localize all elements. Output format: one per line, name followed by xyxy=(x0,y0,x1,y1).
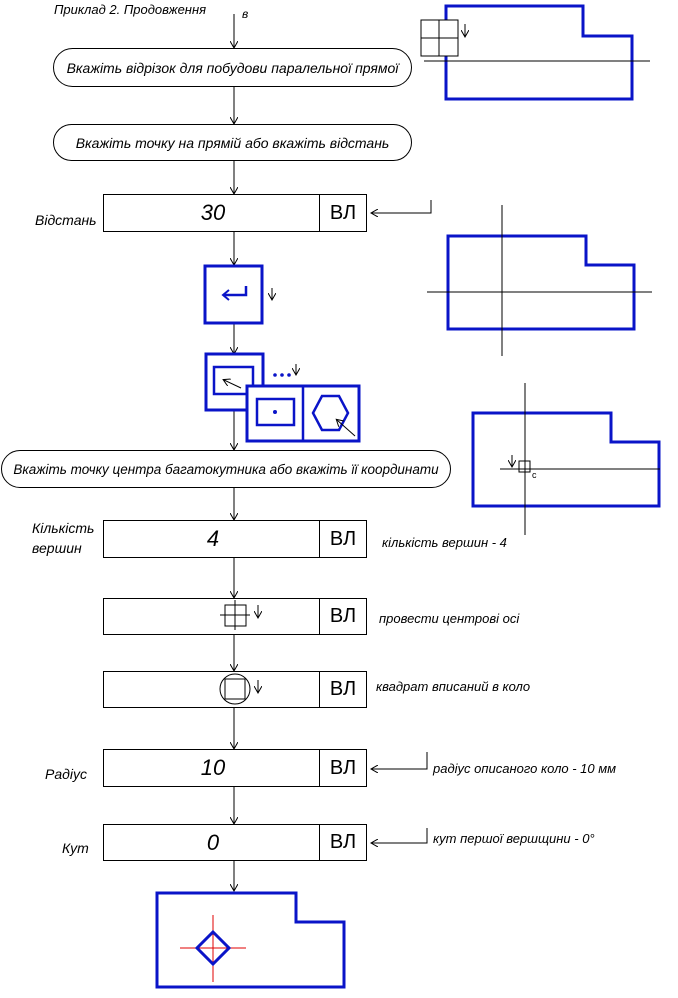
polygon-tool-icons xyxy=(204,352,361,443)
radius-note: радіус описаного коло - 10 мм xyxy=(433,761,617,776)
prompt-point-or-distance: Вкажіть точку на прямій або вкажіть відс… xyxy=(53,124,412,161)
inscribed-vl-button[interactable]: ВЛ xyxy=(319,672,366,707)
center-marker: c xyxy=(532,470,537,480)
distance-vl-button[interactable]: ВЛ xyxy=(319,195,366,231)
angle-note: кут першої вершщини - 0° xyxy=(433,831,595,846)
axes-field[interactable]: ВЛ xyxy=(103,598,367,635)
vertices-vl-button[interactable]: ВЛ xyxy=(319,521,366,557)
enter-key-icon xyxy=(203,264,272,325)
inscribed-note: квадрат вписаний в коло xyxy=(376,679,531,694)
angle-vl-button[interactable]: ВЛ xyxy=(319,825,366,860)
figure-3 xyxy=(471,383,661,535)
axes-vl-button[interactable]: ВЛ xyxy=(319,599,366,634)
vertices-field[interactable]: 4 ВЛ xyxy=(103,520,367,558)
radius-value: 10 xyxy=(200,755,226,780)
vertices-value: 4 xyxy=(206,526,220,551)
inscribed-field[interactable]: ВЛ xyxy=(103,671,367,708)
vertices-label: Кількість вершин xyxy=(32,520,95,556)
leader-lines xyxy=(372,200,432,843)
angle-value: 0 xyxy=(206,829,220,855)
axes-note: провести центрові осі xyxy=(379,611,520,626)
angle-field[interactable]: 0 ВЛ xyxy=(103,824,367,861)
prompt-polygon-center: Вкажіть точку центра багатокутника або в… xyxy=(1,450,451,488)
distance-field[interactable]: 30 ВЛ xyxy=(103,194,367,232)
page-title: Приклад 2. Продовження xyxy=(54,2,207,17)
inscribed-square-icon xyxy=(219,673,258,705)
radius-vl-button[interactable]: ВЛ xyxy=(319,750,366,786)
vertices-note: кількість вершин - 4 xyxy=(382,535,507,550)
prompt-segment: Вкажіть відрізок для побудови паралельно… xyxy=(53,48,412,87)
figure-2 xyxy=(427,205,652,356)
radius-label: Радіус xyxy=(45,766,87,782)
radius-field[interactable]: 10 ВЛ xyxy=(103,749,367,787)
angle-label: Кут xyxy=(62,840,89,856)
final-figure xyxy=(155,891,346,989)
center-axes-icon xyxy=(220,600,258,630)
distance-label: Відстань xyxy=(35,212,97,228)
distance-value: 30 xyxy=(200,200,226,225)
start-marker: в xyxy=(242,7,249,21)
figure-1 xyxy=(420,4,650,101)
